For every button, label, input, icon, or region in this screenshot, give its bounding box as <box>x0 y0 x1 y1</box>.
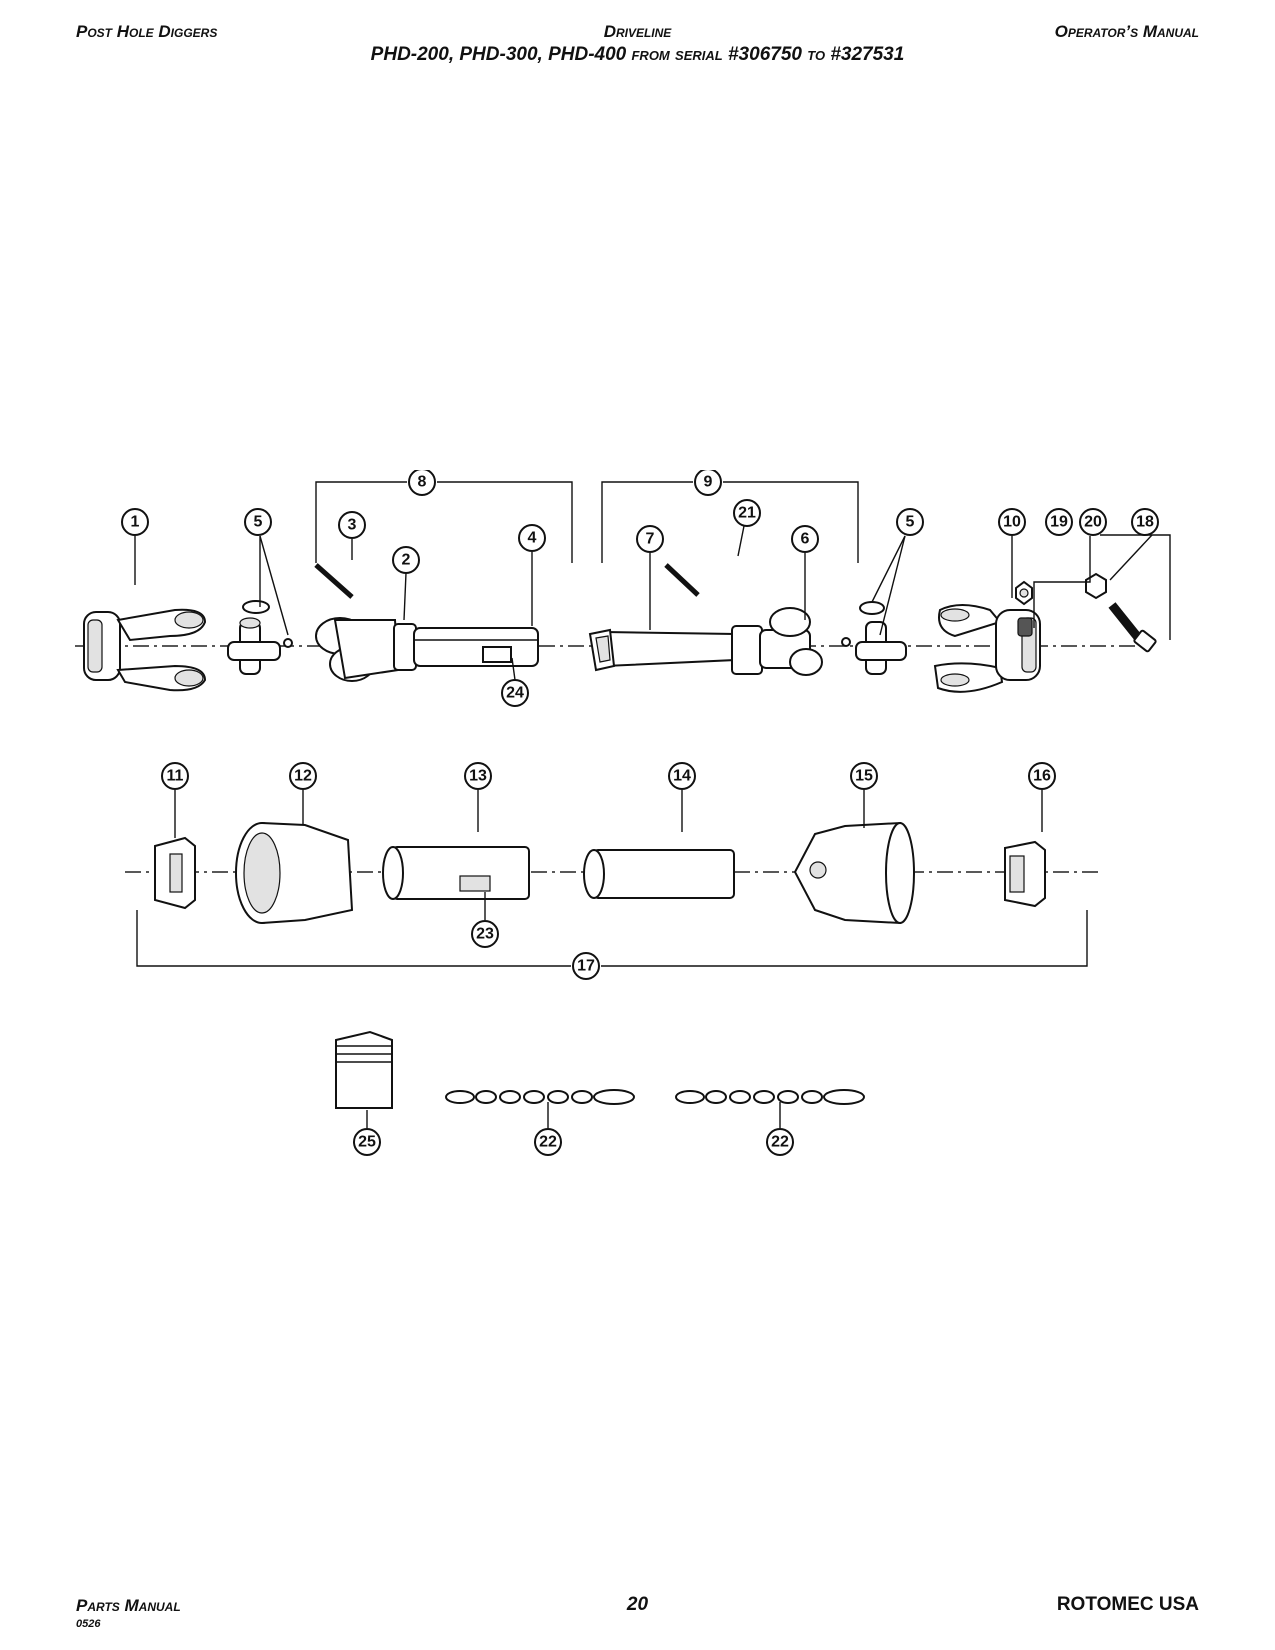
svg-text:21: 21 <box>738 505 756 522</box>
callout-10: 10 <box>998 508 1026 536</box>
footer-right: ROTOMEC USA <box>1056 1594 1199 1615</box>
svg-text:17: 17 <box>577 958 595 975</box>
svg-text:6: 6 <box>801 531 810 548</box>
svg-text:25: 25 <box>358 1134 376 1151</box>
svg-text:23: 23 <box>476 926 494 943</box>
svg-text:13: 13 <box>469 768 487 785</box>
svg-text:3: 3 <box>348 517 357 534</box>
part-chain-22-right <box>675 1089 865 1105</box>
footer-left: Parts Manual <box>76 1596 181 1615</box>
header-center: Driveline <box>603 22 672 41</box>
callout-18: 18 <box>1131 508 1159 536</box>
svg-text:22: 22 <box>771 1134 789 1151</box>
svg-text:18: 18 <box>1136 514 1154 531</box>
svg-text:1: 1 <box>131 514 140 531</box>
header-right: Operator’s Manual <box>1054 22 1199 41</box>
part-bearing-11 <box>154 836 196 910</box>
svg-text:4: 4 <box>528 530 537 547</box>
leader-lines <box>134 481 1171 1128</box>
svg-text:15: 15 <box>855 768 873 785</box>
part-tube-14 <box>583 849 735 899</box>
part-bearing-16 <box>1004 840 1046 908</box>
callout-21: 21 <box>733 499 761 527</box>
row3-parts <box>335 1030 865 1109</box>
svg-text:24: 24 <box>506 685 524 702</box>
callout-2: 2 <box>392 546 420 574</box>
part-cross-kit-left <box>227 600 293 675</box>
part-pin-3 <box>314 563 354 599</box>
callout-23: 23 <box>471 920 499 948</box>
part-cross-kit-right <box>841 601 907 675</box>
row2-guard-parts <box>125 821 1100 925</box>
callout-3: 3 <box>338 511 366 539</box>
svg-text:19: 19 <box>1050 514 1068 531</box>
driveline-exploded-diagram: 1 2 3 4 5 5 6 7 8 9 10 11 12 13 14 15 16… <box>75 470 1171 1156</box>
callout-17: 17 <box>572 952 600 980</box>
callout-7: 7 <box>636 525 664 553</box>
header-left: Post Hole Diggers <box>76 22 218 41</box>
callout-1: 1 <box>121 508 149 536</box>
callout-24: 24 <box>501 679 529 707</box>
svg-text:7: 7 <box>646 531 655 548</box>
callout-8: 8 <box>408 470 436 496</box>
svg-text:10: 10 <box>1003 514 1021 531</box>
part-nut-19 <box>1015 580 1033 606</box>
callout-22-left: 22 <box>534 1128 562 1156</box>
svg-text:20: 20 <box>1084 514 1102 531</box>
callout-14: 14 <box>668 762 696 790</box>
callout-9: 9 <box>694 470 722 496</box>
part-chain-22-left <box>445 1089 635 1105</box>
svg-text:22: 22 <box>539 1134 557 1151</box>
svg-text:8: 8 <box>418 474 427 491</box>
svg-text:12: 12 <box>294 768 312 785</box>
svg-text:2: 2 <box>402 552 411 569</box>
svg-text:9: 9 <box>704 474 713 491</box>
header-subtitle: PHD-200, PHD-300, PHD-400 from serial #3… <box>370 44 905 65</box>
part-manual-25 <box>335 1030 393 1109</box>
footer-code: 0526 <box>76 1618 101 1630</box>
callout-22-right: 22 <box>766 1128 794 1156</box>
svg-text:5: 5 <box>254 514 263 531</box>
callout-13: 13 <box>464 762 492 790</box>
callout-5-right: 5 <box>896 508 924 536</box>
callout-19: 19 <box>1045 508 1073 536</box>
part-cone-12 <box>235 822 354 924</box>
svg-text:16: 16 <box>1033 768 1051 785</box>
svg-text:14: 14 <box>673 768 691 785</box>
svg-text:11: 11 <box>167 768 184 785</box>
part-setscrew-20 <box>1017 617 1033 637</box>
row1-parts <box>75 563 1157 693</box>
part-cone-15 <box>793 821 915 925</box>
callout-15: 15 <box>850 762 878 790</box>
callout-11: 11 <box>161 762 189 790</box>
callout-4: 4 <box>518 524 546 552</box>
svg-text:5: 5 <box>906 514 915 531</box>
callout-16: 16 <box>1028 762 1056 790</box>
callout-5-left: 5 <box>244 508 272 536</box>
callout-20: 20 <box>1079 508 1107 536</box>
callout-25: 25 <box>353 1128 381 1156</box>
part-bolt-18 <box>1085 572 1157 653</box>
callout-6: 6 <box>791 525 819 553</box>
part-outer-half <box>315 617 539 682</box>
part-yoke-left <box>83 608 207 692</box>
page-number: 20 <box>626 1594 649 1615</box>
part-inner-half <box>588 563 823 676</box>
part-tube-13 <box>382 846 530 900</box>
callout-12: 12 <box>289 762 317 790</box>
